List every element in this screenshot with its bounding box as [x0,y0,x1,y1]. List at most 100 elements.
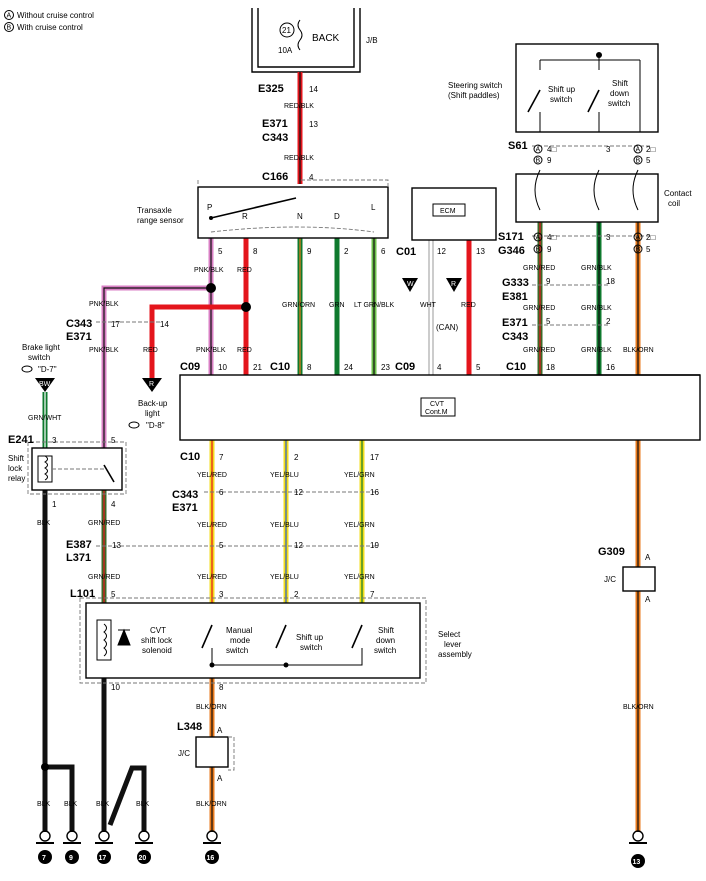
wire-label: GRN/WHT [28,415,62,422]
mark-a: A [536,235,541,242]
cvt-label-2: Cont.M [425,409,448,416]
conn-c10-bottom: C10 [180,451,200,463]
pin-label: 16 [606,363,615,372]
off-page-refs: Brake light switch "D-7" BW R Back-up li… [21,278,462,430]
pin-label: 5 [546,317,551,326]
pos-d: D [334,212,340,221]
ground-16: 16 [203,830,221,864]
wire-label: YEL/GRN [344,574,375,581]
ground-number: 9 [69,855,73,862]
legend-a-circle [4,10,14,20]
conn-e325: E325 [258,83,284,95]
pin-label: 13 [476,247,485,256]
wire-label: (CAN) [436,323,459,332]
cvt-control-module: CVT Cont.M [179,374,701,441]
pos-p: P [207,203,212,212]
pin-label: 10 [111,683,120,692]
pin-label: 9 [546,277,551,286]
jc-l348-a-bot: A [217,774,223,783]
wire-label: YEL/BLU [270,574,299,581]
cvt-label-1: CVT [430,401,445,408]
pin-label: 9 [547,245,552,254]
eye-icon [21,365,33,373]
fuse-number: 21 [282,26,291,35]
conn-l101: L101 [70,588,95,600]
brake-label-1: Brake light [22,343,61,352]
pin-label: 16 [370,488,379,497]
pin-label: 4□ [547,145,556,154]
pin-label: 9 [547,156,552,165]
conn-c343-top: C343 [262,132,288,144]
wire-label: GRN/BLK [581,305,612,312]
junction-block: 21 10A BACK J/B [251,8,378,73]
mark-b: B [536,158,541,165]
arrow-r-label: R [149,381,154,388]
wire-label: BLK [37,520,51,527]
connector-separators [96,145,650,547]
mark-b: B [536,247,541,254]
pin-label: 2□ [646,145,655,154]
conn-c01: C01 [396,246,416,258]
off-page-arrow-icon [35,378,55,392]
pin-label: 13 [309,120,318,129]
off-page-arrow-icon [446,278,462,292]
pin-label: 8 [307,363,312,372]
ground-7: 7 [36,830,54,864]
ground-20: 20 [135,830,153,864]
pin-label: 4 [309,173,314,182]
assembly-label-1: Select [438,630,461,639]
wire-label: RED [237,347,252,354]
junction-connector-g309: J/C A A [604,553,656,604]
pos-l: L [371,203,376,212]
wire-label: YEL/RED [197,522,227,529]
pin-label: 4 [111,500,116,509]
wire-label: YEL/RED [197,574,227,581]
pin-label: 21 [253,363,262,372]
solenoid-label-3: solenoid [142,646,172,655]
solenoid-label-1: CVT [150,626,166,635]
pin-label: 2 [294,590,299,599]
wire-label: LT GRN/BLK [354,302,395,309]
pin-label: 6 [219,488,224,497]
pin-label: 17 [370,453,379,462]
conn-e387: E387 [66,539,92,551]
ecm-label: ECM [440,208,456,215]
lever-down-label-3: switch [374,646,396,655]
backup-ref: "D-8" [146,421,165,430]
ground-17: 17 [95,830,113,864]
wire-color-labels: RED/BLK RED/BLK PNK/BLK RED GRN/ORN GRN … [28,103,654,808]
paddle-up-label-2: switch [550,95,572,104]
mark-b: B [636,158,641,165]
fuse-number-circle [279,22,295,38]
pin-label: 5 [646,245,651,254]
mark-a: A [636,147,641,154]
jc-g309-a-top: A [645,553,651,562]
conn-l348: L348 [177,721,202,733]
wire-label: BLK [64,801,78,808]
ground-number: 16 [207,855,215,862]
pin-label: 2 [294,453,299,462]
conn-c09-right: C09 [395,361,415,373]
conn-c343-bottom: C343 [172,489,198,501]
pin-label: 5 [218,247,223,256]
fuse-icon [297,19,303,51]
pin-label: 3 [606,145,611,154]
ground-number: 17 [99,855,107,862]
ground-9: 9 [63,830,81,864]
steering-switch: Steering switch (Shift paddles) Shift up… [448,43,659,133]
arrow-w-label: W [407,281,414,288]
arrow-bw-label: BW [39,381,51,388]
splice-dot [241,302,251,312]
pin-label: 10 [218,363,227,372]
wire-label: BLK [37,801,51,808]
coil-label-2: coil [668,199,680,208]
conn-s171: S171 [498,231,524,243]
pin-label: 17 [111,320,120,329]
conn-c343-right: C343 [502,331,528,343]
jc-l348-label: J/C [178,749,190,758]
conn-e241: E241 [8,434,34,446]
conn-g346: G346 [498,245,525,257]
select-lever-assembly: CVT shift lock solenoid Manual mode swit… [79,597,472,684]
pin-label: 1 [52,500,57,509]
wire-label: GRN/BLK [581,265,612,272]
